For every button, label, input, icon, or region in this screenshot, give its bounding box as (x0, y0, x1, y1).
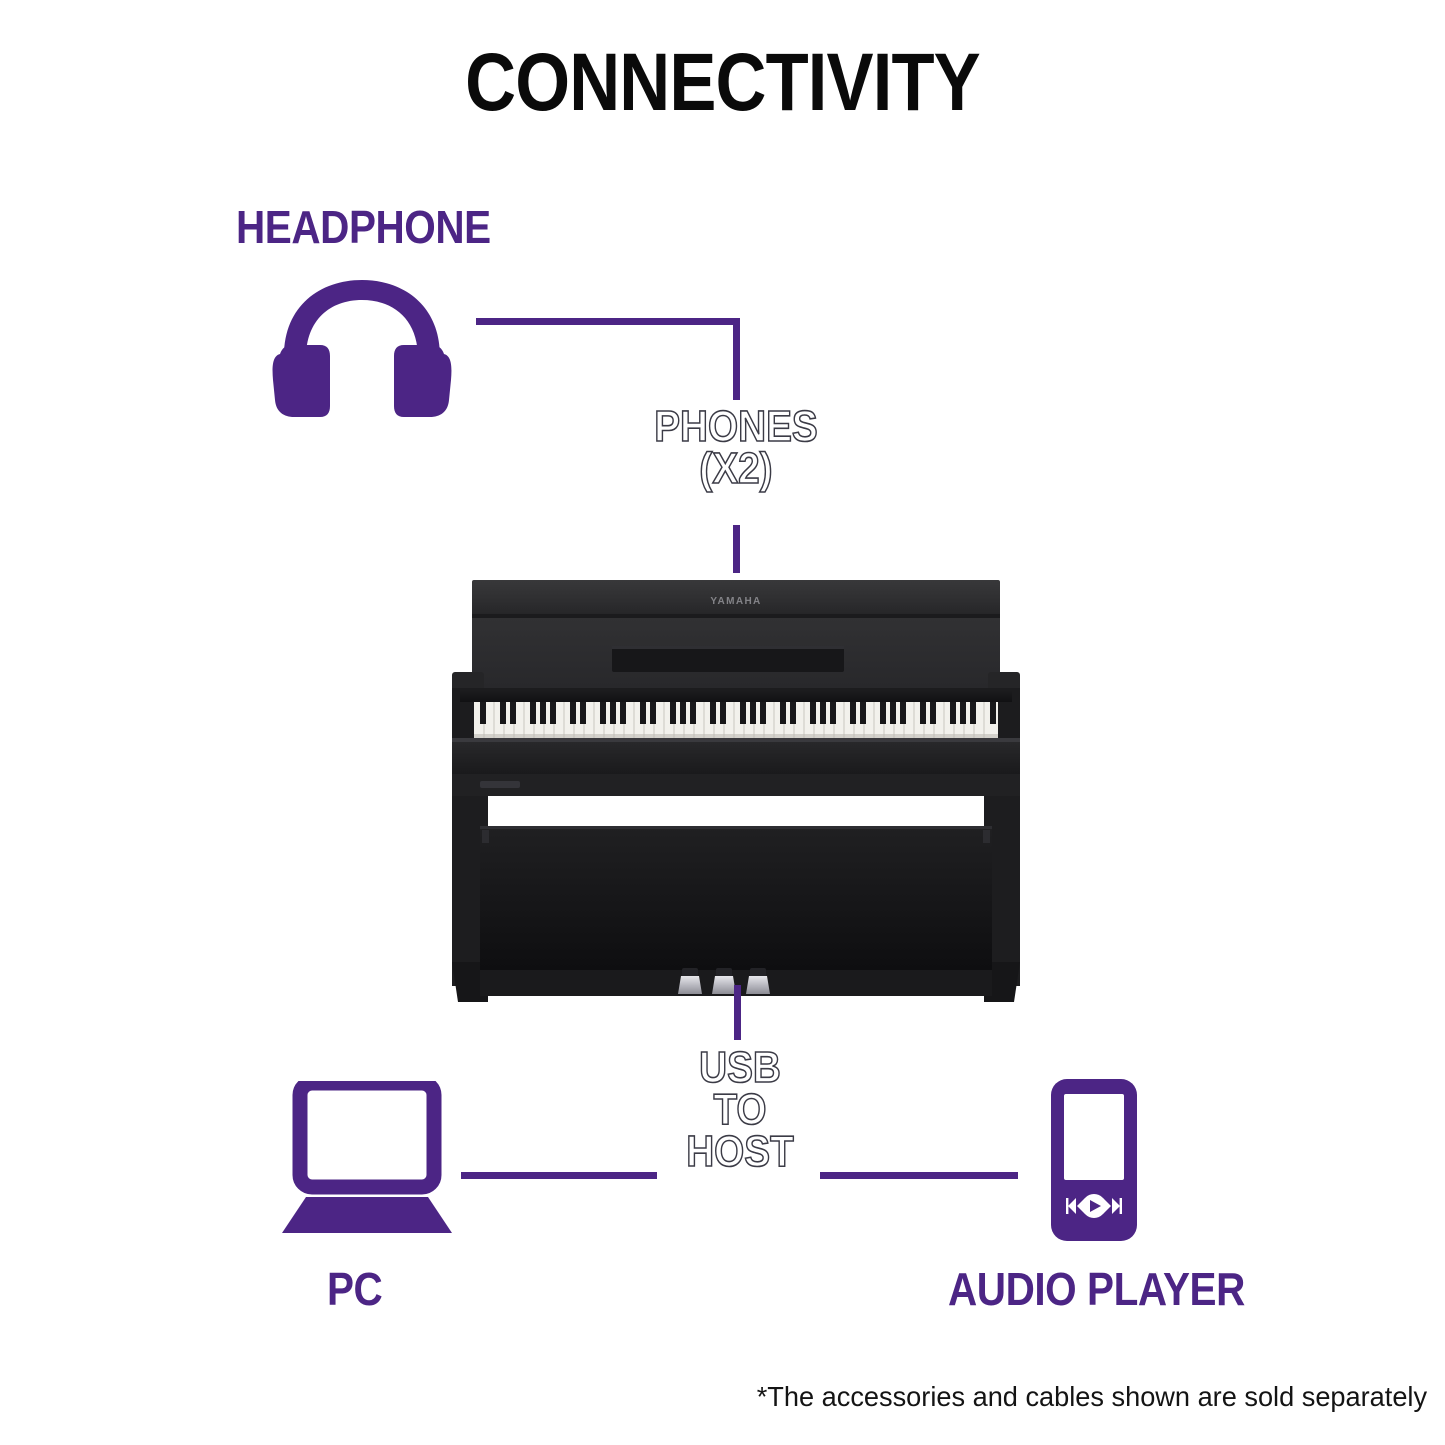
connector-usb-vertical (734, 985, 741, 1040)
footnote-text: *The accessories and cables shown are so… (756, 1381, 1427, 1412)
connector-pc-horizontal (461, 1172, 657, 1179)
play-glyph (1082, 1194, 1106, 1218)
pc-label: PC (327, 1263, 383, 1315)
connector-headphone-horizontal (476, 318, 740, 325)
page-title: CONNECTIVITY (465, 37, 981, 128)
connector-audio-player-horizontal (820, 1172, 1018, 1179)
usb-to-host-connector-label: USB TO HOST (686, 1043, 795, 1177)
phones-connector-label: PHONES (X2) (654, 402, 819, 494)
digital-piano-photo: YAMAHA (436, 562, 1036, 1014)
portable-media-player-icon (1048, 1076, 1140, 1244)
connector-headphone-vertical-lower (733, 525, 740, 573)
headphone-icon (272, 276, 452, 418)
svg-text:YAMAHA: YAMAHA (710, 596, 761, 607)
laptop-icon (278, 1075, 456, 1241)
audio-player-label: AUDIO PLAYER (948, 1263, 1245, 1315)
next-track-glyph (1103, 1198, 1122, 1214)
connector-headphone-vertical-upper (733, 318, 740, 400)
headphone-label: HEADPHONE (236, 201, 491, 253)
